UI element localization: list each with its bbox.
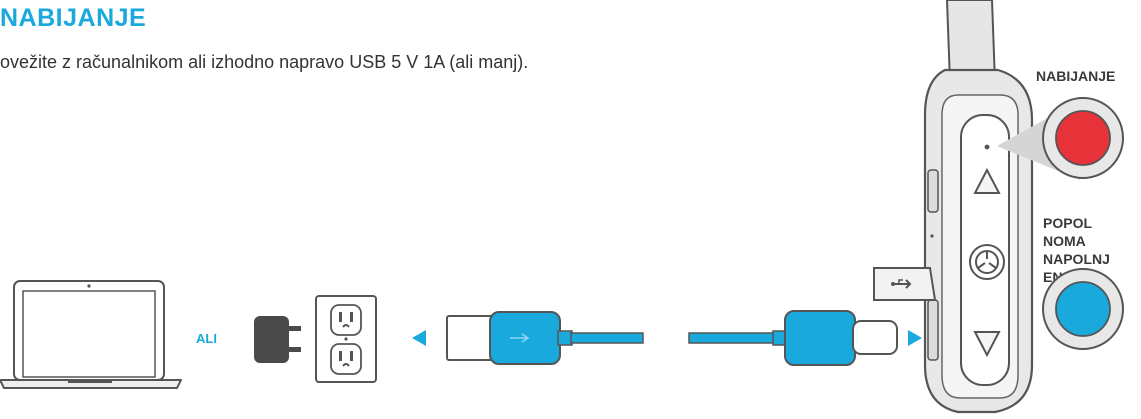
- wall-outlet-icon: [315, 295, 377, 383]
- triangle-down-icon: [973, 331, 1001, 358]
- arrow-left-icon: [412, 330, 426, 346]
- usb-a-plug: [446, 311, 573, 365]
- triangle-up-icon: [973, 167, 1001, 194]
- earphone-remote: [923, 68, 1034, 414]
- jlab-logo-icon: [969, 244, 1005, 280]
- full-led-swatch: [1055, 281, 1111, 337]
- laptop-icon: [0, 280, 182, 389]
- arrow-right-icon: [908, 330, 922, 346]
- charging-led-swatch: [1055, 110, 1111, 166]
- or-label: ALI: [196, 331, 217, 346]
- usb-c-plug: [772, 310, 898, 366]
- wall-charger-icon: [254, 316, 301, 363]
- usb-port-cover: [873, 267, 937, 301]
- instruction-text: ovežite z računalnikom ali izhodno napra…: [0, 52, 529, 72]
- charging-label: NABIJANJE: [1036, 68, 1116, 84]
- page-title: NABIJANJE: [0, 4, 147, 32]
- usb-cable-left: [570, 332, 644, 344]
- led-indicator: [984, 144, 990, 150]
- usb-cable-right: [688, 332, 786, 344]
- usb-icon: [891, 279, 912, 289]
